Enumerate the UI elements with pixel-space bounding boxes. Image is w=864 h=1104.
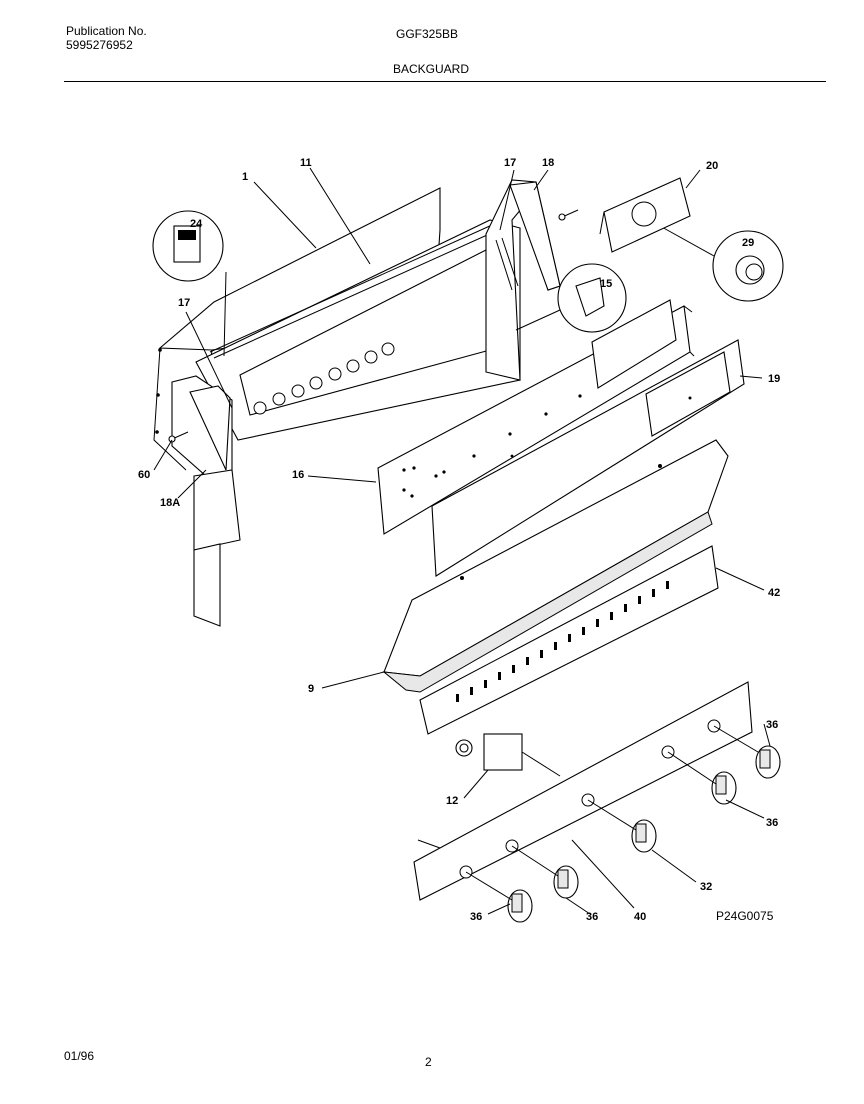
callout-label: 19 — [768, 373, 780, 385]
clip-detail — [515, 263, 627, 333]
callout-label: 24 — [190, 218, 203, 230]
left-end-cap — [171, 375, 241, 627]
vent-trim — [419, 545, 719, 735]
switch-detail — [152, 210, 227, 357]
knob — [553, 865, 579, 899]
thermostat — [455, 733, 561, 777]
diagram-code: P24G0075 — [716, 909, 774, 923]
knob — [755, 745, 781, 779]
callout-label: 29 — [742, 237, 754, 249]
callout-label: 36 — [586, 911, 598, 923]
section-title: BACKGUARD — [393, 62, 470, 76]
callout-label: 15 — [600, 278, 612, 290]
right-end-cap — [485, 179, 579, 381]
callout-label: 9 — [308, 683, 314, 695]
callout-label: 40 — [634, 911, 646, 923]
callout-label: 60 — [138, 469, 150, 481]
model-number: GGF325BB — [396, 27, 459, 41]
publication-label: Publication No. — [66, 24, 147, 38]
leader-lines — [153, 167, 771, 915]
publication-number: 5995276952 — [66, 38, 133, 52]
control-panel — [377, 299, 695, 535]
page-number: 2 — [425, 1055, 432, 1069]
callout-label: 18 — [542, 157, 554, 169]
callout-label: 32 — [700, 881, 712, 893]
callout-label: 16 — [292, 469, 304, 481]
callout-label: 17 — [178, 297, 190, 309]
header-rule — [64, 81, 826, 82]
callout-label: 11 — [300, 157, 312, 169]
callout-labels: 1 11 17 18 20 24 29 15 17 19 60 16 18A 4… — [138, 157, 780, 923]
callout-label: 17 — [504, 157, 516, 169]
screw — [168, 431, 189, 443]
callout-label: 42 — [768, 587, 780, 599]
callout-label: 18A — [160, 497, 180, 509]
knob-insert-detail — [659, 225, 784, 302]
callout-label: 20 — [706, 160, 718, 172]
knob — [507, 889, 533, 923]
control-panel-overlay — [431, 339, 745, 577]
clock-module — [599, 177, 691, 253]
knob — [711, 771, 737, 805]
callout-label: 36 — [766, 817, 778, 829]
backguard-housing — [195, 219, 521, 441]
callout-label: 36 — [766, 719, 778, 731]
callout-label: 1 — [242, 171, 248, 183]
callout-label: 12 — [446, 795, 458, 807]
knob — [631, 819, 657, 853]
callout-label: 36 — [470, 911, 482, 923]
footer-date: 01/96 — [64, 1049, 95, 1063]
